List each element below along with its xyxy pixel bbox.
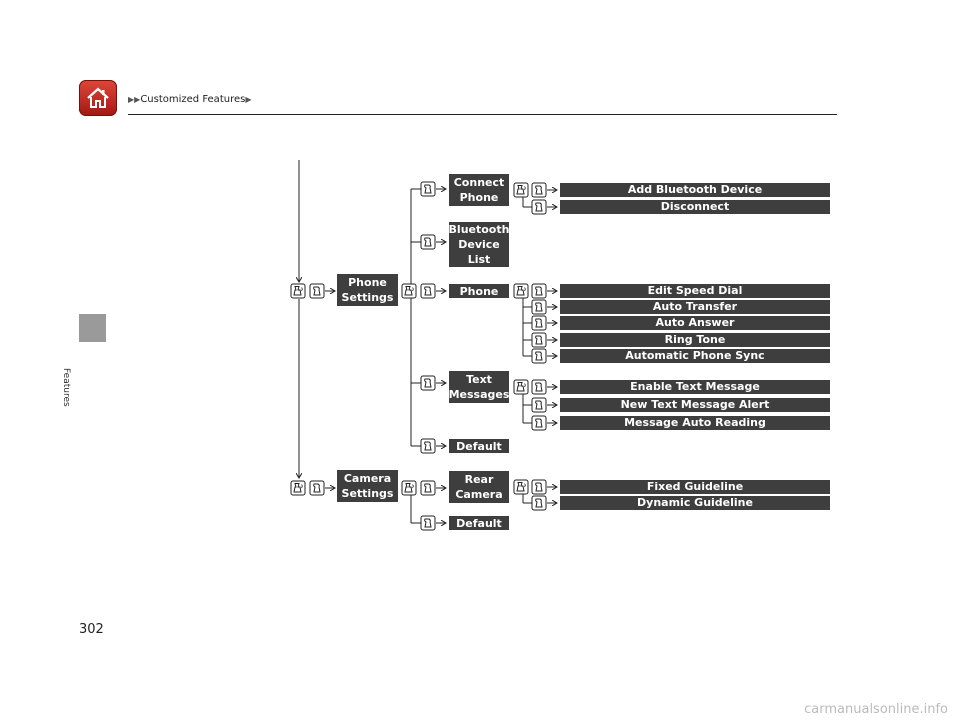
say-icon xyxy=(420,181,436,197)
say-icon xyxy=(531,182,547,198)
menu-add-bluetooth-device[interactable]: Add Bluetooth Device xyxy=(560,183,830,197)
say-icon xyxy=(309,480,325,496)
camera-settings-icons xyxy=(290,480,335,496)
header-rule xyxy=(128,114,837,115)
menu-camera-settings[interactable]: Camera Settings xyxy=(337,470,398,502)
menu-bluetooth-device-list[interactable]: Bluetooth Device List xyxy=(448,222,510,267)
talk-icon xyxy=(401,480,417,496)
say-icon xyxy=(531,479,547,495)
say-icon xyxy=(420,515,436,531)
menu-enable-text-message[interactable]: Enable Text Message xyxy=(560,380,830,394)
say-icon xyxy=(420,480,436,496)
menu-default-camera[interactable]: Default xyxy=(449,516,509,530)
page-number: 302 xyxy=(79,622,104,637)
say-icon xyxy=(420,438,436,454)
say-icon xyxy=(420,375,436,391)
talk-icon xyxy=(290,480,306,496)
talk-icon xyxy=(401,283,417,299)
say-icon xyxy=(531,415,547,431)
menu-phone-settings[interactable]: Phone Settings xyxy=(337,274,398,306)
say-icon xyxy=(531,348,547,364)
say-icon xyxy=(309,283,325,299)
menu-message-auto-reading[interactable]: Message Auto Reading xyxy=(560,416,830,430)
say-icon xyxy=(531,299,547,315)
say-icon xyxy=(531,315,547,331)
breadcrumb[interactable]: ▶▶Customized Features▶ xyxy=(128,94,251,105)
menu-dynamic-guideline[interactable]: Dynamic Guideline xyxy=(560,496,830,510)
menu-disconnect[interactable]: Disconnect xyxy=(560,200,830,214)
talk-icon xyxy=(513,479,529,495)
say-icon xyxy=(531,379,547,395)
talk-icon xyxy=(513,379,529,395)
menu-text-messages[interactable]: Text Messages xyxy=(448,371,510,403)
home-button[interactable] xyxy=(79,80,117,116)
menu-new-text-message-alert[interactable]: New Text Message Alert xyxy=(560,398,830,412)
talk-icon xyxy=(290,283,306,299)
say-icon xyxy=(420,283,436,299)
menu-phone[interactable]: Phone xyxy=(449,284,509,298)
say-icon xyxy=(420,234,436,250)
menu-auto-answer[interactable]: Auto Answer xyxy=(560,316,830,330)
talk-icon xyxy=(513,182,529,198)
home-icon xyxy=(87,87,109,108)
menu-connect-phone[interactable]: Connect Phone xyxy=(449,174,509,206)
phone-settings-icons xyxy=(290,283,335,299)
say-icon xyxy=(531,397,547,413)
say-icon xyxy=(531,495,547,511)
section-tab[interactable] xyxy=(79,314,106,342)
menu-edit-speed-dial[interactable]: Edit Speed Dial xyxy=(560,284,830,298)
menu-rear-camera[interactable]: Rear Camera xyxy=(449,471,509,503)
menu-ring-tone[interactable]: Ring Tone xyxy=(560,333,830,347)
talk-icon xyxy=(513,283,529,299)
menu-auto-transfer[interactable]: Auto Transfer xyxy=(560,300,830,314)
breadcrumb-suffix: ▶ xyxy=(245,95,252,104)
menu-automatic-phone-sync[interactable]: Automatic Phone Sync xyxy=(560,349,830,363)
menu-default-phone[interactable]: Default xyxy=(449,439,509,453)
breadcrumb-prefix: ▶▶ xyxy=(128,95,141,104)
watermark: carmanualsonline.info xyxy=(804,702,948,717)
say-icon xyxy=(531,199,547,215)
menu-fixed-guideline[interactable]: Fixed Guideline xyxy=(560,480,830,494)
say-icon xyxy=(531,283,547,299)
say-icon xyxy=(531,332,547,348)
breadcrumb-link[interactable]: Customized Features xyxy=(140,94,246,105)
